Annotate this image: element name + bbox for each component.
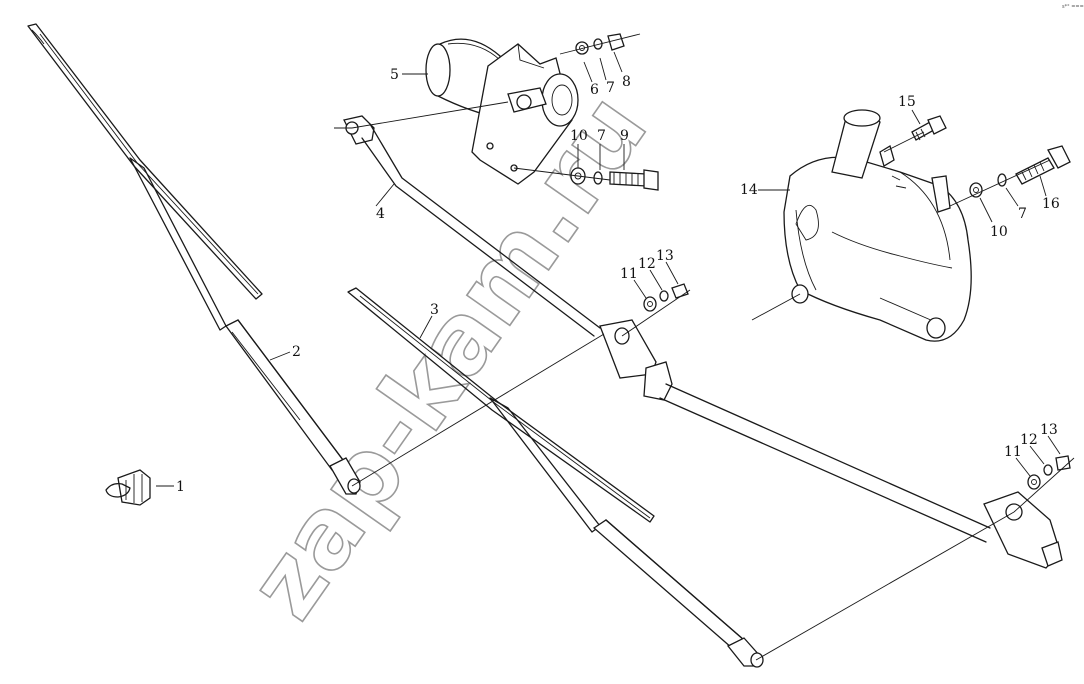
part-11-washer-center: [643, 296, 657, 312]
callout-13-right: 13: [1040, 422, 1058, 438]
callout-13-center: 13: [656, 248, 674, 264]
callout-8: 8: [622, 74, 631, 90]
part-13-nut-right: [1055, 455, 1071, 471]
part-11-washer-right: [1027, 474, 1041, 490]
part-13-nut-center: [671, 283, 689, 299]
callout-12-center: 12: [638, 256, 656, 272]
part-3-wiper-arm-right: [347, 287, 764, 668]
part-7-lock-washer-right: [997, 173, 1007, 187]
callout-10-right: 10: [990, 224, 1008, 240]
callout-5: 5: [390, 67, 399, 83]
part-12-lock-washer-center: [659, 290, 669, 302]
callout-16: 16: [1042, 196, 1060, 212]
callout-15: 15: [898, 94, 916, 110]
callout-2: 2: [292, 344, 301, 360]
part-1-cap: [105, 469, 151, 506]
part-2-wiper-arm-left: [27, 23, 361, 495]
callout-12-right: 12: [1020, 432, 1038, 448]
callout-3: 3: [430, 302, 439, 318]
callout-7-mid: 7: [597, 128, 606, 144]
part-14-reservoir: [783, 109, 972, 342]
callout-11-right: 11: [1004, 444, 1022, 460]
callout-4: 4: [376, 206, 385, 222]
callout-11-center: 11: [620, 266, 638, 282]
callout-7-right: 7: [1018, 206, 1027, 222]
part-12-lock-washer-right: [1043, 464, 1053, 476]
part-4-linkage: [343, 115, 1063, 569]
callout-10-mid: 10: [570, 128, 588, 144]
part-8-nut: [607, 33, 625, 51]
callout-14: 14: [740, 182, 758, 198]
corner-mark: s*° ===: [1062, 4, 1084, 10]
callout-6: 6: [590, 82, 599, 98]
part-16-bolt: [1015, 145, 1071, 185]
callout-7-top: 7: [606, 80, 615, 96]
part-7-lock-washer-top: [593, 38, 603, 50]
part-6-washer: [575, 41, 589, 55]
callout-1: 1: [176, 479, 185, 495]
part-10-washer-right: [969, 182, 983, 198]
part-5-wiper-motor: [425, 38, 579, 185]
callout-9: 9: [620, 128, 629, 144]
